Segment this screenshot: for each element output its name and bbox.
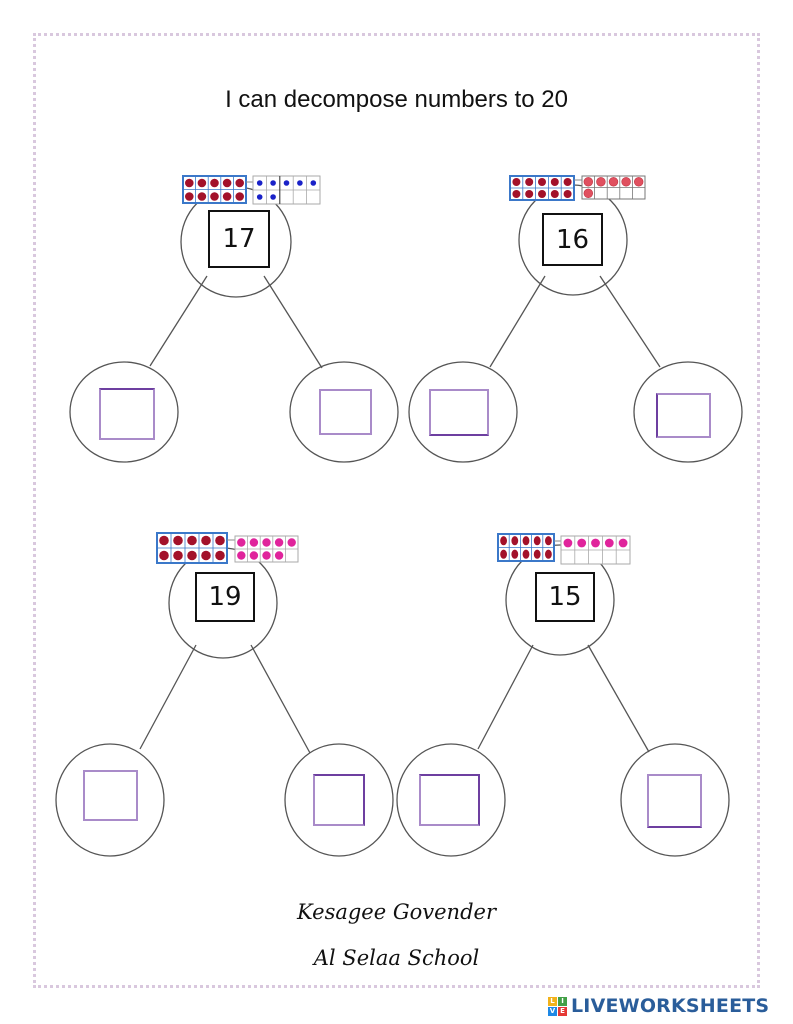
ten-frame-full-17 bbox=[182, 175, 247, 204]
part-answer-box-1-left[interactable] bbox=[99, 388, 155, 440]
number-bond-19 bbox=[55, 547, 394, 857]
bond-line-right bbox=[263, 275, 323, 369]
part-answer-box-4-left[interactable] bbox=[419, 774, 480, 826]
bond-line-left bbox=[489, 275, 546, 368]
bond-line-right bbox=[587, 644, 650, 753]
part-answer-box-1-right[interactable] bbox=[319, 389, 372, 435]
part-circle-left bbox=[408, 361, 518, 463]
ten-frame-ones-16 bbox=[574, 175, 646, 200]
whole-number-box-2: 16 bbox=[542, 213, 603, 266]
part-answer-box-3-left[interactable] bbox=[83, 770, 138, 821]
liveworksheets-logo-icon: L I V E bbox=[548, 996, 567, 1016]
whole-circle bbox=[505, 544, 615, 656]
whole-number-box-1: 17 bbox=[208, 210, 270, 268]
bond-line-left bbox=[149, 275, 208, 367]
part-circle-right bbox=[284, 743, 394, 857]
part-circle-left bbox=[55, 743, 165, 857]
part-circle-right bbox=[289, 361, 399, 463]
bond-line-left bbox=[477, 644, 534, 750]
part-answer-box-2-right[interactable] bbox=[656, 393, 711, 438]
bond-line-left bbox=[139, 644, 197, 750]
whole-number-box-3: 19 bbox=[195, 572, 255, 622]
part-answer-box-3-right[interactable] bbox=[313, 774, 365, 826]
whole-number-box-4: 15 bbox=[535, 572, 595, 622]
ten-frame-ones-17 bbox=[246, 175, 321, 205]
part-circle-left bbox=[396, 743, 506, 857]
ten-frame-full-16 bbox=[509, 175, 575, 201]
part-circle-right bbox=[633, 361, 743, 463]
bond-line-right bbox=[599, 275, 661, 368]
liveworksheets-brand[interactable]: L I V E LIVEWORKSHEETS bbox=[548, 993, 769, 1019]
ten-frame-ones-15 bbox=[554, 535, 631, 565]
part-answer-box-4-right[interactable] bbox=[647, 774, 702, 828]
part-circle-right bbox=[620, 743, 730, 857]
worksheet-title: I can decompose numbers to 20 bbox=[225, 86, 568, 113]
author-credit: Kesagee Govender bbox=[297, 900, 496, 924]
ten-frame-full-19 bbox=[156, 532, 228, 564]
decorative-page-border bbox=[33, 33, 760, 988]
ten-frame-full-15 bbox=[497, 533, 555, 562]
bond-line-right bbox=[250, 644, 311, 754]
school-credit: Al Selaa School bbox=[313, 946, 480, 970]
brand-name: LIVEWORKSHEETS bbox=[571, 995, 770, 1017]
part-circle-left bbox=[69, 361, 179, 463]
ten-frame-ones-19 bbox=[227, 535, 299, 563]
part-answer-box-2-left[interactable] bbox=[429, 389, 489, 436]
number-bond-15 bbox=[396, 544, 730, 857]
